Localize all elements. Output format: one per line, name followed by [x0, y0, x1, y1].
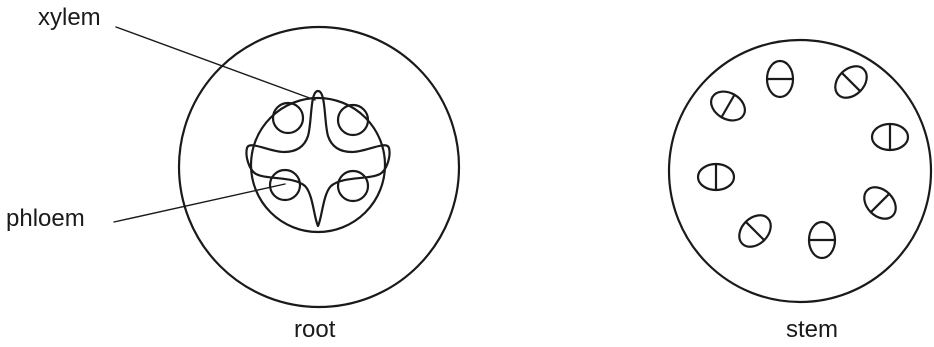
stem-outer-circle — [669, 40, 931, 302]
root-outer-circle — [179, 27, 459, 307]
stem-cross-section — [669, 40, 931, 302]
root-cross-section — [179, 27, 459, 307]
vascular-bundle — [698, 164, 734, 190]
vascular-bundle — [733, 209, 777, 253]
vascular-bundle — [706, 86, 750, 127]
root-caption: root — [294, 318, 335, 342]
phloem-label: phloem — [6, 207, 85, 231]
stem-caption: stem — [786, 318, 838, 342]
vascular-bundle — [858, 181, 902, 225]
xylem-leader-line — [116, 27, 315, 100]
vascular-bundle — [872, 124, 908, 150]
phloem-leader-line — [114, 184, 285, 222]
root-vascular-cylinder — [251, 98, 385, 232]
phloem-circle-bottom-right — [338, 171, 368, 201]
xylem-label: xylem — [38, 6, 101, 30]
phloem-circle-bottom-left — [270, 170, 300, 200]
vascular-bundle — [809, 222, 835, 258]
phloem-circle-top-left — [273, 103, 303, 133]
phloem-circle-top-right — [338, 105, 368, 135]
vascular-bundle — [829, 60, 873, 104]
vascular-bundle — [767, 61, 793, 97]
xylem-cross-shape — [246, 91, 389, 226]
